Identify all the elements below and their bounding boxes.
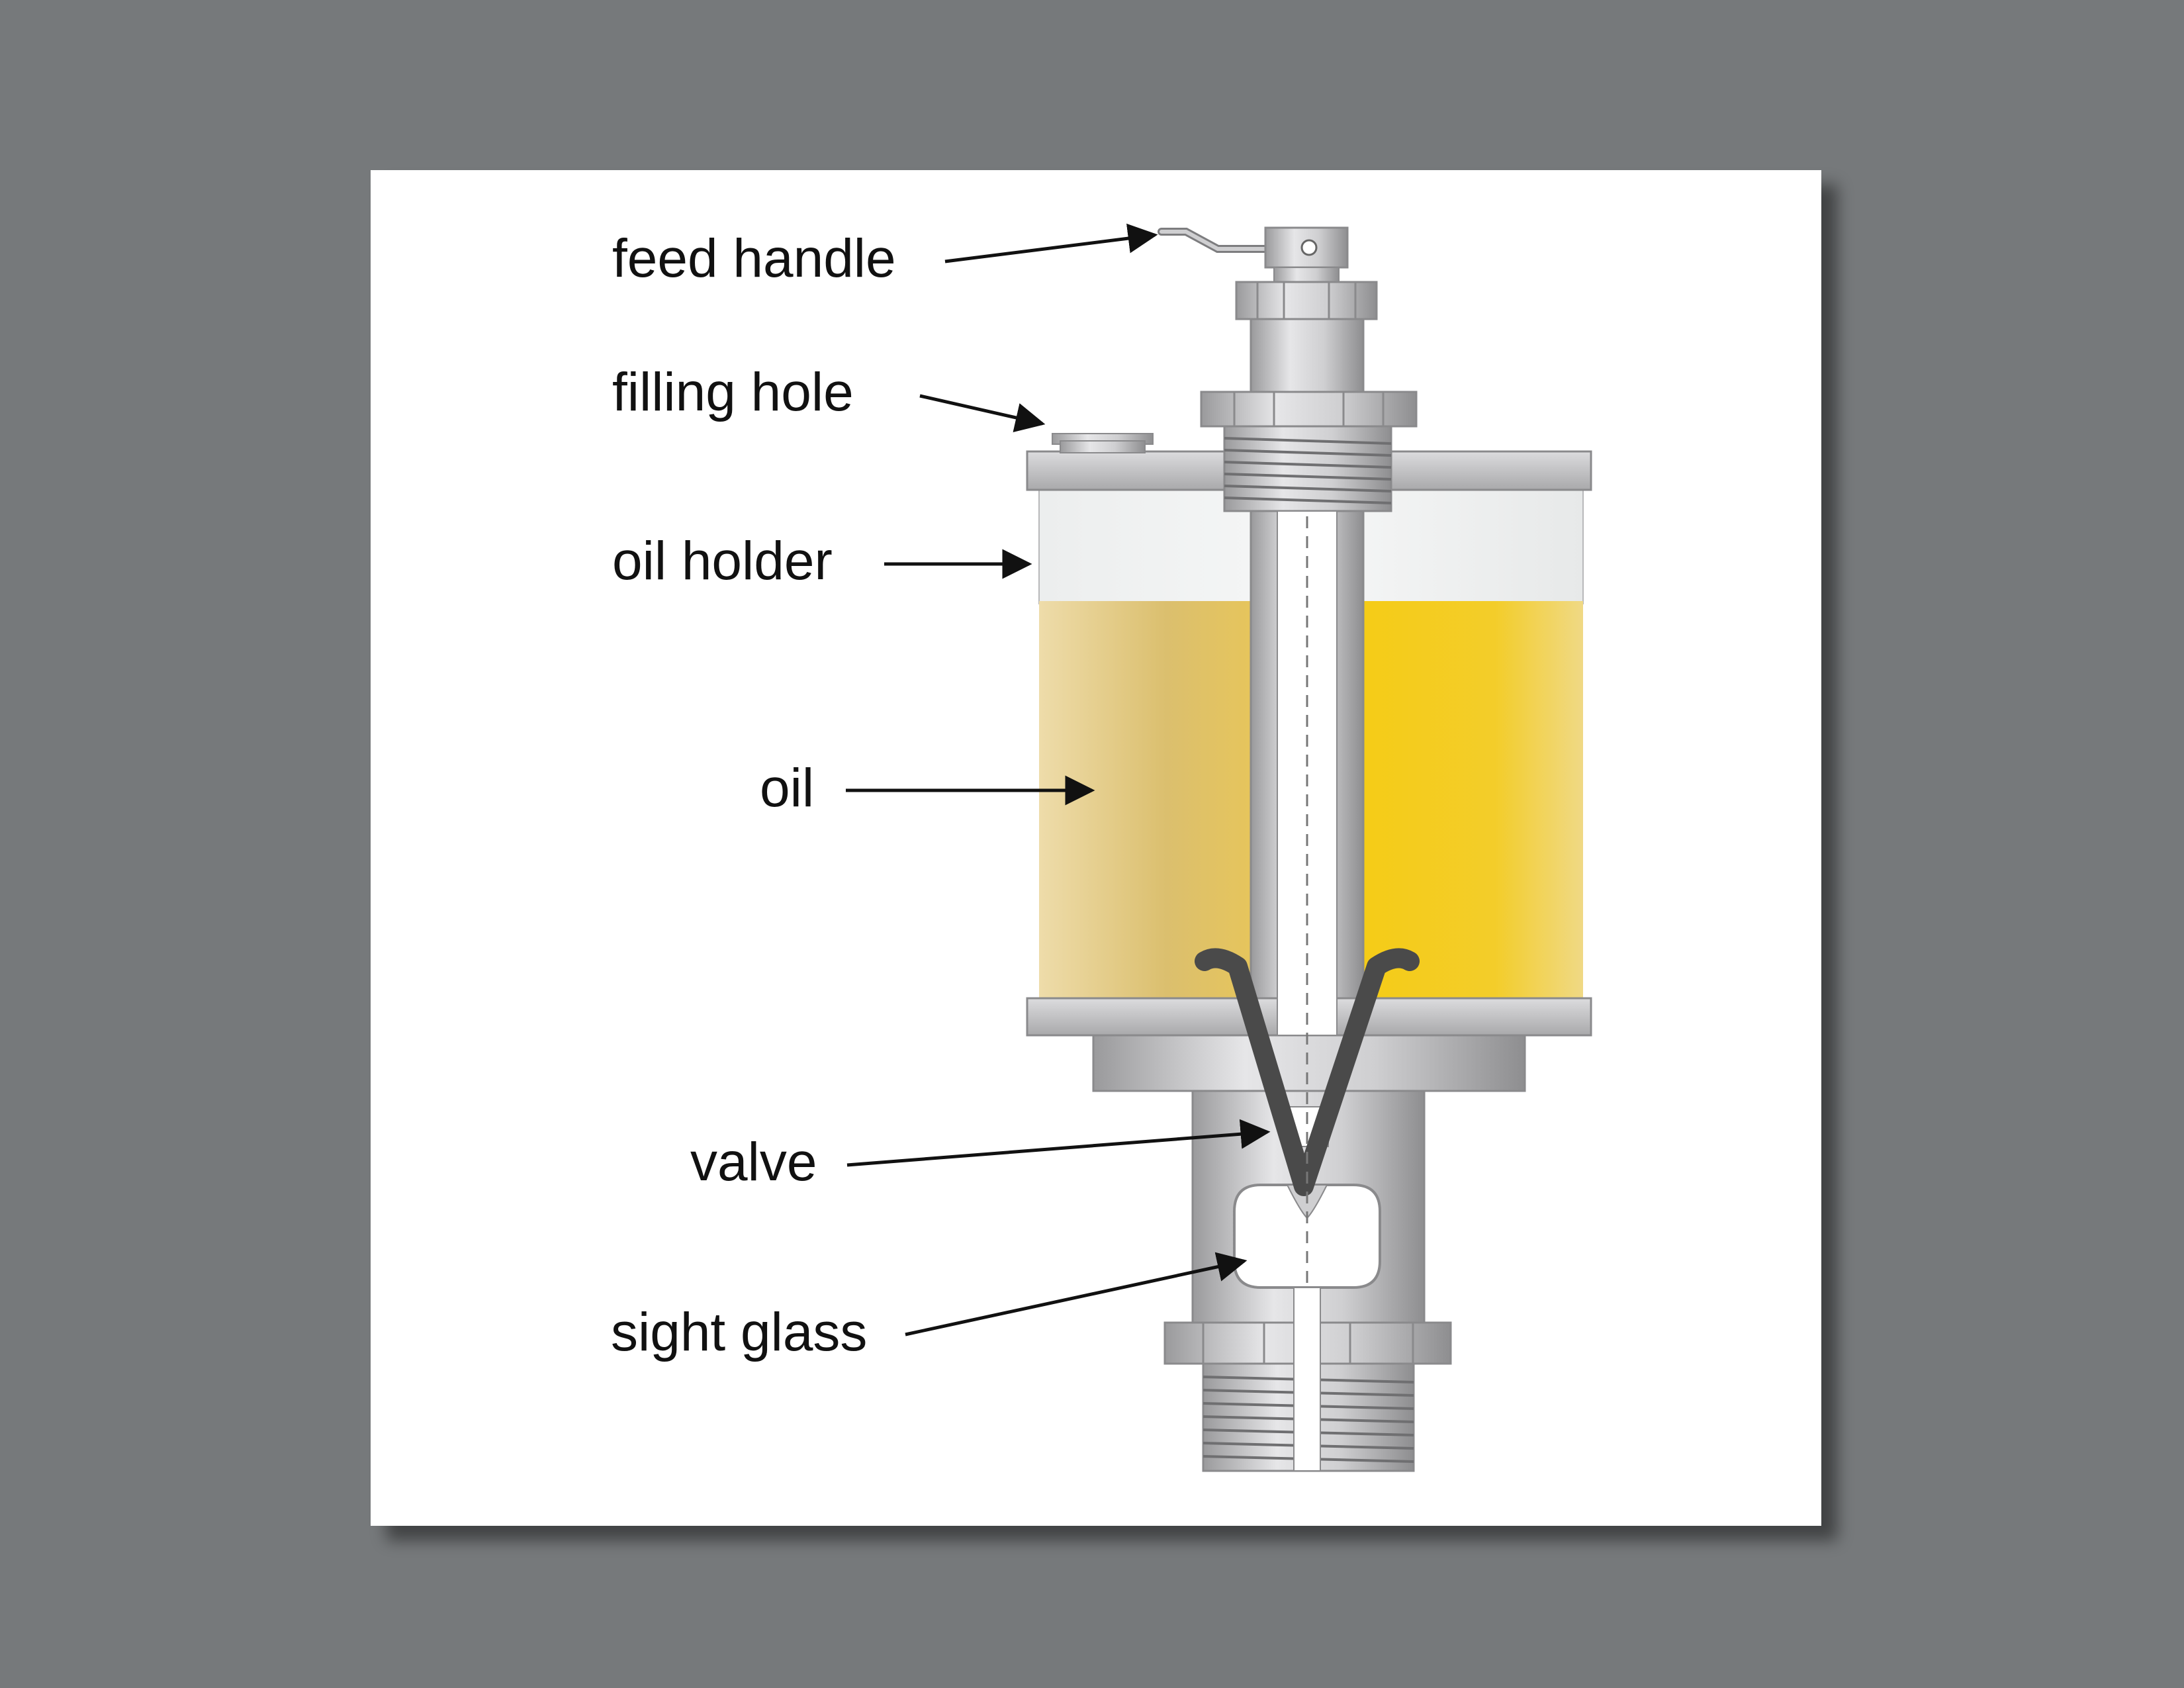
filling-hole-cap xyxy=(1052,433,1154,453)
filling-hole-arrow xyxy=(919,394,1046,432)
bottom-collar xyxy=(1092,1034,1526,1092)
sight-glass-label: sight glass xyxy=(611,1302,867,1362)
valve xyxy=(1195,948,1420,1196)
sight-glass-arrow xyxy=(905,1252,1248,1336)
bottom-fitting xyxy=(1163,1287,1452,1472)
oil-label: oil xyxy=(760,758,814,818)
valve-arrow xyxy=(846,1119,1271,1167)
valve-label: valve xyxy=(690,1132,817,1192)
oil-holder-label: oil holder xyxy=(612,531,833,591)
oil xyxy=(1039,601,1583,998)
feed-handle-arrow xyxy=(944,223,1158,263)
filling-hole-label: filling hole xyxy=(612,362,854,422)
feed-handle-label: feed handle xyxy=(612,228,896,289)
